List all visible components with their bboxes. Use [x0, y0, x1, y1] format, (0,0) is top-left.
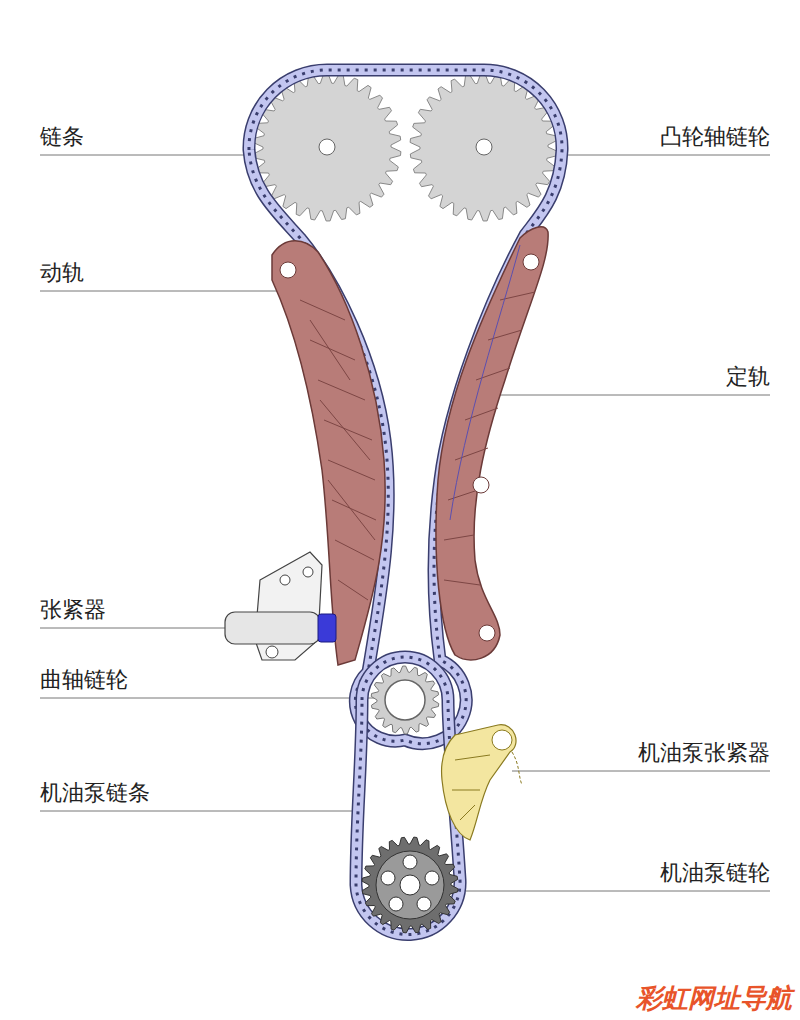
fixed-rail: [436, 227, 548, 660]
part-label: 凸轮轴链轮: [660, 124, 770, 150]
part-label: 张紧器: [40, 597, 106, 623]
part-label: 定轨: [726, 364, 770, 390]
part-label: 曲轴链轮: [40, 667, 128, 693]
tensioner: [225, 552, 336, 660]
crank-sprocket: [371, 666, 439, 734]
part-label: 链条: [40, 124, 84, 150]
part-label: 机油泵链轮: [660, 860, 770, 886]
leader-lines: [40, 155, 770, 891]
part-label: 动轨: [40, 260, 84, 286]
oil-pump-sprocket: [362, 837, 458, 933]
watermark: 彩虹网址导航: [636, 983, 792, 1014]
oil-pump-tensioner: [442, 725, 522, 840]
part-label: 机油泵张紧器: [638, 740, 770, 766]
part-label: 机油泵链条: [40, 780, 150, 806]
